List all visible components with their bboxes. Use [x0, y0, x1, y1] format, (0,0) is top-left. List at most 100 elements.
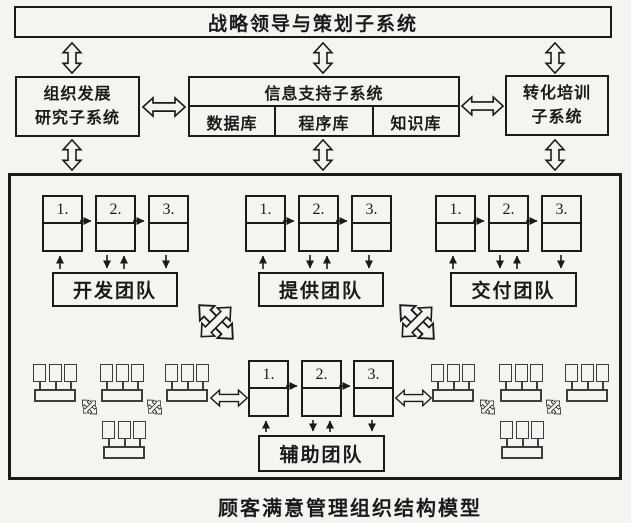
deliver-process-num-2: 2.	[490, 197, 527, 224]
mini-stem	[39, 381, 41, 390]
mini-stem	[586, 381, 589, 390]
left-right-arrow	[142, 96, 186, 118]
mini-org-unit	[33, 364, 77, 402]
mini-bar	[166, 389, 208, 402]
provide-process-num-1: 1.	[247, 197, 284, 224]
mini-stem	[108, 438, 110, 447]
mini-bar	[432, 389, 474, 402]
assist-team-box: 辅助团队	[258, 435, 385, 472]
mini-stem	[139, 438, 141, 447]
mini-org-unit	[100, 364, 144, 402]
deliver-process-num-1: 1.	[437, 197, 474, 224]
mini-box	[100, 364, 113, 382]
deliver-team-box: 交付团队	[450, 272, 577, 307]
develop-process-box-2: 2.	[95, 195, 136, 252]
up-down-arrow	[545, 139, 565, 171]
provide-team-box: 提供团队	[258, 272, 384, 307]
mini-stem	[123, 438, 126, 447]
mini-stem	[602, 381, 604, 390]
assist-process-box-2: 2.	[301, 360, 342, 417]
mini-box	[499, 364, 512, 382]
mini-stem	[121, 381, 124, 390]
assist-process-box-1: 1.	[248, 360, 289, 417]
mini-org-unit	[165, 364, 209, 402]
up-down-arrow	[313, 139, 333, 171]
mini-box	[117, 421, 131, 439]
mini-org-unit	[565, 364, 609, 402]
up-down-arrow	[62, 139, 82, 171]
provide-process-box-1: 1.	[245, 195, 286, 252]
mini-org-unit	[499, 364, 543, 402]
mini-stem	[186, 381, 189, 390]
mini-bar	[566, 389, 608, 402]
mini-stem	[537, 438, 539, 447]
assist-process-box-3: 3.	[353, 360, 394, 417]
strategy-subsystem-box: 战略领导与策划子系统	[14, 6, 612, 38]
mini-stem	[536, 381, 538, 390]
mini-org-unit	[431, 364, 475, 402]
mini-box	[180, 364, 194, 382]
mini-stem	[520, 381, 523, 390]
knowledge-base-cell: 知识库	[372, 107, 458, 137]
develop-process-box-3: 3.	[148, 195, 189, 252]
mini-box	[515, 421, 529, 439]
develop-process-num-1: 1.	[44, 197, 81, 224]
assist-process-num-2: 2.	[303, 362, 340, 389]
assist-process-num-1: 1.	[250, 362, 287, 389]
mini-org-unit	[500, 421, 544, 459]
mini-box	[115, 364, 129, 382]
up-down-arrow	[545, 42, 565, 74]
training-subsystem-box: 转化培训 子系统	[505, 75, 609, 136]
mini-box	[196, 364, 209, 382]
mini-box	[462, 364, 475, 382]
mini-stem	[505, 381, 507, 390]
info-support-box: 信息支持子系统 数据库 程序库 知识库	[188, 76, 460, 137]
mini-box	[64, 364, 77, 382]
mini-box	[514, 364, 528, 382]
up-down-arrow	[62, 42, 82, 74]
up-down-arrow	[313, 42, 333, 74]
assist-process-num-3: 3.	[355, 362, 392, 389]
mini-bar	[103, 446, 145, 459]
info-support-title: 信息支持子系统	[190, 78, 458, 107]
deliver-process-num-3: 3.	[543, 197, 580, 224]
develop-process-num-2: 2.	[97, 197, 134, 224]
mini-bar	[101, 389, 143, 402]
mini-bar	[500, 389, 542, 402]
mini-box	[102, 421, 115, 439]
mini-box	[48, 364, 62, 382]
mini-stem	[137, 381, 139, 390]
mini-stem	[70, 381, 72, 390]
mini-stem	[54, 381, 57, 390]
program-library-cell: 程序库	[274, 107, 372, 137]
database-cell: 数据库	[206, 116, 258, 133]
deliver-process-box-1: 1.	[435, 195, 476, 252]
develop-process-num-3: 3.	[150, 197, 187, 224]
org-development-box: 组织发展 研究子系统	[15, 76, 140, 137]
mini-box	[596, 364, 609, 382]
training-subsystem-line1: 转化培训	[522, 84, 591, 102]
info-support-cells: 数据库 程序库 知识库	[190, 107, 458, 137]
mini-bar	[501, 446, 543, 459]
mini-box	[446, 364, 460, 382]
mini-stem	[202, 381, 204, 390]
mini-box	[530, 364, 543, 382]
mini-stem	[452, 381, 455, 390]
provide-process-box-3: 3.	[351, 195, 392, 252]
mini-bar	[34, 389, 76, 402]
provide-process-num-3: 3.	[353, 197, 390, 224]
develop-team-box: 开发团队	[52, 272, 178, 307]
mini-org-unit	[102, 421, 146, 459]
deliver-process-box-2: 2.	[488, 195, 529, 252]
org-development-line1: 组织发展	[43, 85, 112, 103]
mini-box	[131, 364, 144, 382]
org-development-line2: 研究子系统	[34, 109, 120, 127]
mini-box	[531, 421, 544, 439]
mini-box	[133, 421, 146, 439]
mini-stem	[468, 381, 470, 390]
deliver-process-box-3: 3.	[541, 195, 582, 252]
mini-stem	[437, 381, 439, 390]
mini-box	[565, 364, 578, 382]
mini-box	[165, 364, 178, 382]
